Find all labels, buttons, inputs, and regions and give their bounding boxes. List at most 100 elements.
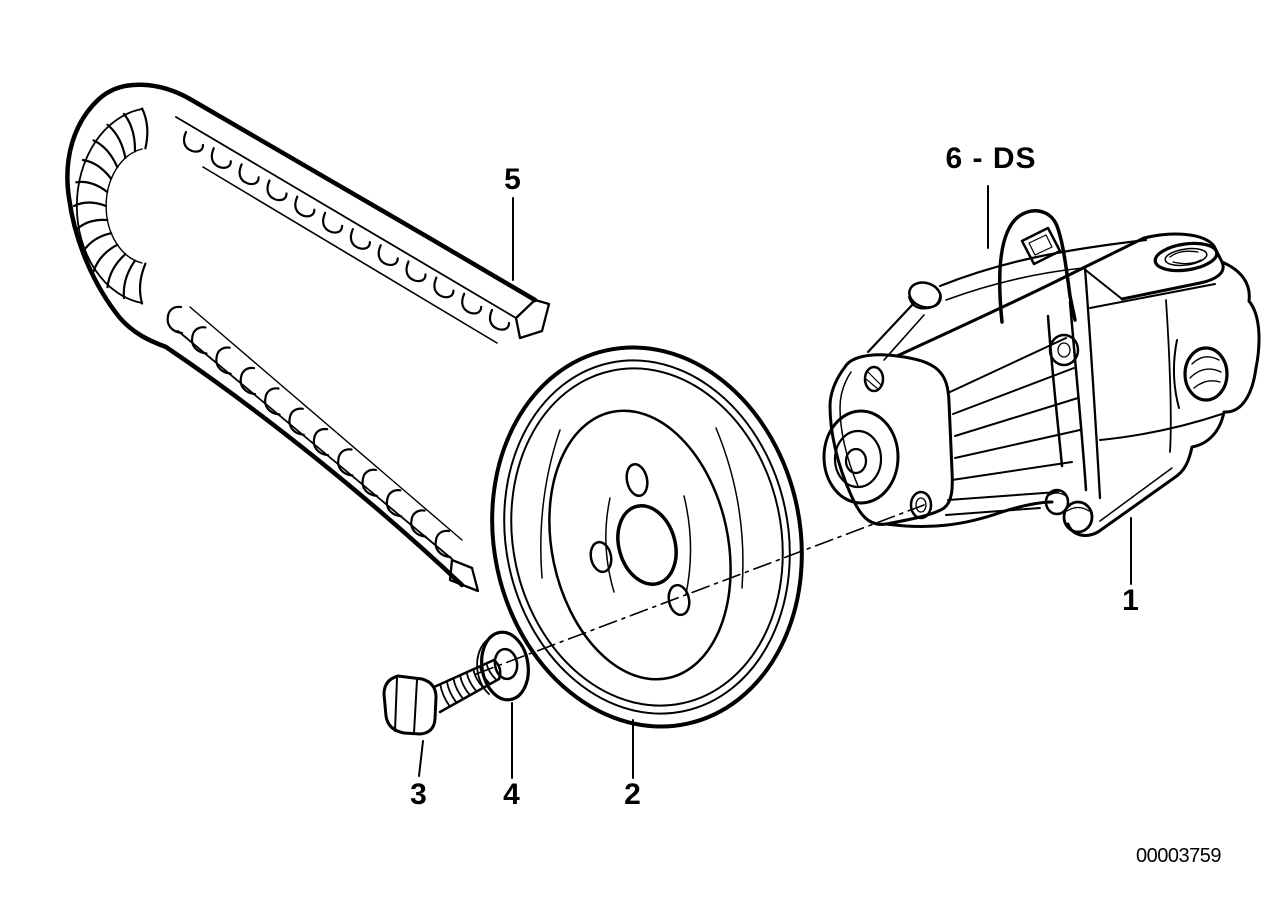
pump-top-port-thread-1	[1169, 250, 1199, 258]
belt-tooth	[361, 468, 378, 497]
pump-strap-bolt-1-arc	[1047, 492, 1067, 497]
belt-tooth	[182, 130, 205, 153]
belt-tooth	[385, 489, 403, 518]
pump-bottom-silhouette	[884, 500, 1054, 529]
belt-top-inner-edge	[202, 166, 498, 344]
belt-loop-tip-arc	[105, 148, 143, 264]
pump-rib-7	[945, 507, 1041, 516]
pulley-rim-groove-2	[510, 367, 784, 707]
callout-4-washer[interactable]: 4	[503, 778, 521, 811]
pump-top-face	[1081, 232, 1225, 301]
pump-rib-1	[949, 337, 1067, 393]
pump-collar-line	[1089, 283, 1216, 309]
belt-tooth	[72, 201, 108, 208]
belt-teeth-bottom	[166, 305, 452, 559]
belt-tooth	[294, 195, 316, 218]
belt-loop-base-arc	[75, 108, 143, 304]
callout-6ds-bracket[interactable]: 6 - DS	[945, 142, 1037, 175]
washer-outer	[480, 630, 530, 702]
pump-strap-bolt-1	[1044, 488, 1070, 516]
belt-tooth	[337, 448, 354, 477]
belt-tooth	[215, 346, 232, 375]
belt-tooth	[166, 305, 184, 335]
belt-outer-contour	[65, 82, 538, 588]
vane-pump-drawing	[822, 209, 1261, 537]
belt-tooth	[322, 211, 344, 234]
belt-tooth	[410, 509, 427, 538]
belt-tooth	[138, 262, 147, 305]
pump-mid-boss-inner	[1057, 342, 1071, 358]
belt-tooth	[141, 107, 149, 150]
pulley-face-arc-left	[540, 429, 561, 579]
pump-flange-inner-line	[839, 371, 859, 487]
pump-arm-line-1	[866, 301, 916, 354]
leader-lines	[418, 185, 1132, 779]
belt-tooth	[190, 326, 208, 355]
belt-end-face-top	[514, 298, 551, 340]
belt-tooth	[349, 228, 371, 250]
pump-strap-line-1	[1046, 314, 1064, 468]
pump-bulge-edge	[1165, 299, 1172, 453]
belt-tooth	[433, 276, 455, 299]
belt-tooth	[288, 407, 305, 436]
belt-tooth	[434, 529, 452, 559]
washer-thickness-arc	[476, 639, 490, 695]
pump-rib-3	[954, 397, 1079, 437]
bolt-threads	[439, 662, 497, 708]
pulley-center-hole	[616, 504, 678, 586]
belt-tooth	[266, 179, 288, 202]
bolt-thread	[446, 680, 458, 704]
pump-bracket-hole-inner	[1028, 234, 1053, 256]
pump-side-port	[1183, 346, 1229, 402]
pulley-hole-left	[589, 540, 613, 574]
pump-arm-line-4	[945, 267, 1084, 301]
pulley-face-arc-right	[715, 427, 744, 589]
belt-top-ridge	[175, 116, 517, 319]
belt-tooth	[92, 243, 119, 273]
callout-2-pulley[interactable]: 2	[624, 778, 642, 811]
pump-seam-line	[1099, 413, 1223, 441]
pump-strap-bolt-2	[1062, 500, 1094, 534]
belt-bottom-tip-edge	[189, 306, 463, 541]
pump-bottom-inner-line	[1099, 467, 1173, 522]
v-belt-drawing	[65, 82, 551, 593]
pump-arm-line-2	[883, 314, 925, 361]
washer-drawing	[476, 630, 530, 702]
belt-tooth	[377, 244, 399, 267]
belt-tooth	[239, 366, 257, 396]
pump-rear-outline	[1066, 260, 1261, 537]
pump-shaft-hole	[844, 447, 868, 475]
pump-top-face-edge	[1082, 267, 1123, 300]
belt-tooth	[312, 427, 330, 457]
pulley-outer-rim	[490, 345, 804, 729]
bolt-head-facet-1	[394, 677, 398, 732]
pump-side-port-thread-2	[1189, 368, 1222, 379]
pump-side-port-thread-3	[1193, 380, 1221, 389]
callout-3-hex-bolt[interactable]: 3	[410, 778, 428, 811]
pump-flange-hole-top-hatch	[865, 371, 882, 390]
washer-hole	[493, 647, 519, 681]
pump-rib-5	[951, 461, 1073, 481]
pump-mid-boss	[1048, 333, 1080, 367]
bolt-head-outline	[382, 674, 438, 736]
leader-line-3	[418, 740, 424, 777]
bolt-shank-bottom	[438, 677, 501, 714]
pulley-hole-bottom-right	[667, 583, 691, 617]
callout-1-vane-pump[interactable]: 1	[1122, 584, 1140, 617]
pump-top-port-thread-2	[1172, 259, 1202, 265]
pump-side-port-thread-1	[1191, 356, 1220, 365]
belt-tooth	[461, 292, 483, 315]
pump-flange-hole-bottom-inner	[915, 497, 927, 513]
pump-top-silhouette	[895, 266, 1085, 358]
bolt-head-facet-2	[413, 679, 418, 734]
pump-front-edge	[1083, 266, 1102, 500]
callout-5-v-belt[interactable]: 5	[504, 163, 522, 196]
pulley-hub-arc-right	[683, 495, 692, 595]
pulley-hole-top	[625, 462, 649, 498]
belt-tooth	[122, 112, 137, 153]
belt-teeth-loop	[72, 107, 149, 305]
belt-tooth	[92, 139, 119, 169]
pump-flange-hole-top	[863, 365, 885, 393]
